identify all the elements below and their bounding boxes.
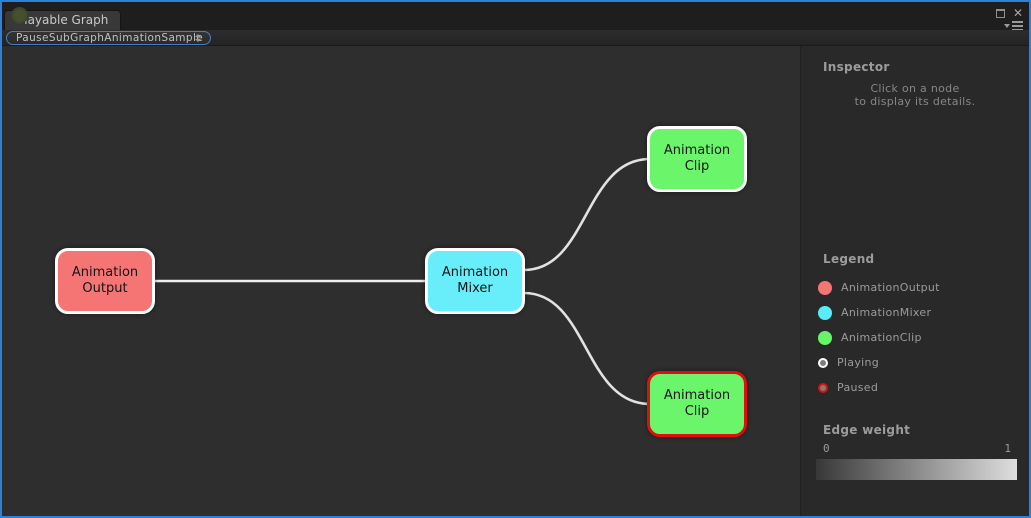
- legend-label: AnimationOutput: [841, 281, 940, 294]
- edge-weight-min: 0: [823, 442, 830, 455]
- edge-weight-scale: 0 1: [823, 442, 1011, 455]
- playing-swatch-icon: [818, 357, 828, 368]
- animation-clip-swatch-icon: [818, 330, 832, 345]
- inspector-panel: Inspector Click on a node to display its…: [800, 46, 1029, 516]
- legend-item-animation-clip: AnimationClip: [818, 325, 940, 350]
- legend-label: AnimationMixer: [841, 306, 932, 319]
- node-label: Animation Clip: [663, 388, 731, 419]
- legend-label: Paused: [837, 381, 879, 394]
- edge-mixer-to-clip-top: [522, 157, 652, 272]
- node-label: Animation Output: [71, 265, 139, 296]
- node-label: Animation Mixer: [441, 265, 509, 296]
- edge-weight-gradient-bar: [816, 459, 1017, 480]
- cursor-artifact-dot: [11, 7, 28, 24]
- legend-title: Legend: [823, 252, 875, 266]
- close-icon[interactable]: ✕: [1012, 6, 1023, 20]
- animation-mixer-swatch-icon: [818, 305, 832, 320]
- legend-item-animation-output: AnimationOutput: [818, 275, 940, 300]
- edge-mixer-to-clip-bottom: [522, 291, 652, 406]
- edge-weight-max: 1: [1004, 442, 1011, 455]
- main-content: Animation Output Animation Mixer Animati…: [2, 46, 1029, 516]
- maximize-icon[interactable]: [995, 8, 1005, 18]
- edge-layer: [152, 157, 652, 406]
- node-animation-mixer[interactable]: Animation Mixer: [425, 248, 525, 314]
- tab-title: Playable Graph: [17, 13, 109, 27]
- animation-output-swatch-icon: [818, 280, 832, 295]
- edge-weight-title: Edge weight: [823, 423, 911, 437]
- legend-label: AnimationClip: [841, 331, 922, 344]
- legend-label: Playing: [837, 356, 880, 369]
- graph-canvas[interactable]: Animation Output Animation Mixer Animati…: [2, 46, 800, 516]
- inspector-title: Inspector: [823, 60, 890, 74]
- popup-arrows-icon: [195, 34, 201, 42]
- graph-selector-value: PauseSubGraphAnimationSample: [16, 32, 204, 44]
- window-controls: ✕: [995, 6, 1023, 20]
- legend-item-playing: Playing: [818, 350, 940, 375]
- node-animation-clip-top[interactable]: Animation Clip: [647, 126, 747, 192]
- legend-item-animation-mixer: AnimationMixer: [818, 300, 940, 325]
- graph-selector-dropdown[interactable]: PauseSubGraphAnimationSample: [6, 31, 211, 45]
- inspector-hint-line2: to display its details.: [854, 95, 976, 108]
- toolbar: PauseSubGraphAnimationSample: [2, 30, 1029, 46]
- tab-bar: Playable Graph ✕: [2, 2, 1029, 31]
- legend-item-paused: Paused: [818, 375, 940, 400]
- legend-list: AnimationOutput AnimationMixer Animation…: [818, 275, 940, 400]
- inspector-hint: Click on a node to display its details.: [801, 82, 1029, 108]
- inspector-hint-line1: Click on a node: [870, 82, 960, 95]
- tab-playable-graph[interactable]: Playable Graph: [4, 10, 122, 30]
- paused-swatch-icon: [818, 382, 828, 393]
- node-label: Animation Clip: [663, 143, 731, 174]
- node-animation-clip-bottom-paused[interactable]: Animation Clip: [647, 371, 747, 437]
- dropdown-triangle-icon: [1004, 24, 1010, 28]
- node-animation-output[interactable]: Animation Output: [55, 248, 155, 314]
